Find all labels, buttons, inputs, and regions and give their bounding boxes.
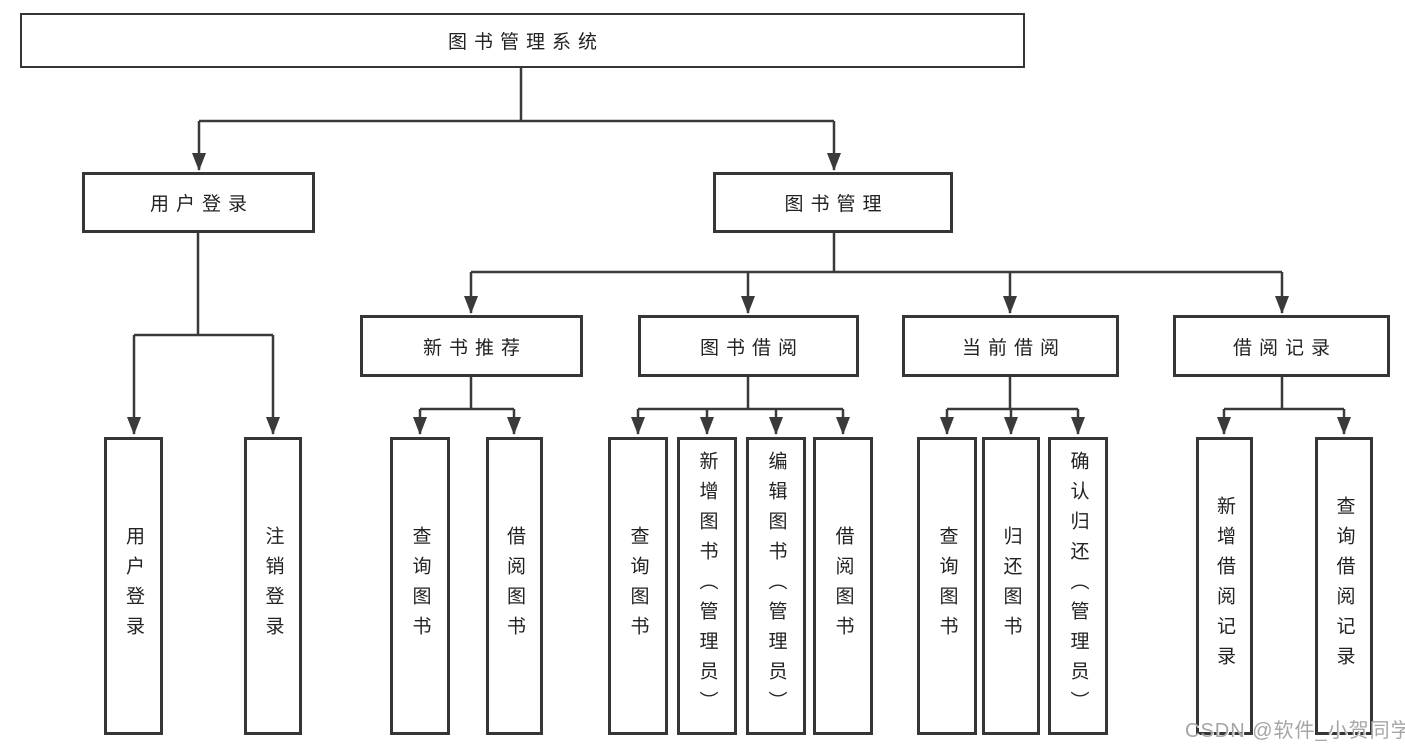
node-label: 借阅记录 (1232, 337, 1337, 359)
watermark: CSDN @软件_小贺同学 (1185, 720, 1405, 742)
leaf-return-books: 归还图书 (982, 437, 1040, 735)
node-label: 确认归还（管理员） (1067, 451, 1089, 721)
node-library-management-system: 图书管理系统 (20, 13, 1025, 68)
node-label: 当前借阅 (961, 337, 1066, 359)
leaf-edit-books-admin: 编辑图书（管理员） (746, 437, 806, 735)
node-label: 查询图书 (627, 526, 649, 646)
node-label: 用户登录 (149, 194, 254, 215)
node-label: 查询图书 (409, 526, 431, 646)
leaf-add-books-admin: 新增图书（管理员） (677, 437, 737, 735)
node-label: 编辑图书（管理员） (765, 451, 787, 721)
flow-arrows (127, 121, 1351, 435)
leaf-query-books-borrowing: 查询图书 (608, 437, 668, 735)
node-label: 新书推荐 (422, 337, 527, 359)
leaf-user-login: 用户登录 (104, 437, 163, 735)
node-label: 图书管理系统 (447, 32, 604, 53)
leaf-add-borrow-record: 新增借阅记录 (1196, 437, 1253, 735)
node-label: 新增图书（管理员） (696, 451, 718, 721)
node-label: 归还图书 (1000, 526, 1022, 646)
leaf-query-books-current: 查询图书 (917, 437, 977, 735)
node-label: 注销登录 (262, 526, 284, 646)
node-label: 查询借阅记录 (1333, 496, 1355, 676)
node-book-management: 图书管理 (713, 172, 953, 233)
node-label: 用户登录 (123, 526, 144, 646)
leaf-confirm-return-admin: 确认归还（管理员） (1048, 437, 1108, 735)
node-current-borrowing: 当前借阅 (902, 315, 1119, 377)
node-user-login: 用户登录 (82, 172, 315, 233)
node-label: 图书管理 (784, 194, 889, 215)
leaf-query-borrow-record: 查询借阅记录 (1315, 437, 1373, 735)
node-borrowing-records: 借阅记录 (1173, 315, 1390, 377)
node-book-borrowing: 图书借阅 (638, 315, 859, 377)
node-label: 借阅图书 (832, 526, 854, 646)
node-label: 图书借阅 (699, 337, 804, 359)
leaf-query-books-recommend: 查询图书 (390, 437, 450, 735)
leaf-borrow-books: 借阅图书 (813, 437, 873, 735)
node-label: 新增借阅记录 (1214, 496, 1235, 676)
node-new-book-recommendation: 新书推荐 (360, 315, 583, 377)
leaf-logout: 注销登录 (244, 437, 302, 735)
node-label: 查询图书 (936, 526, 958, 646)
node-label: 借阅图书 (504, 526, 525, 646)
leaf-borrow-books-recommend: 借阅图书 (486, 437, 543, 735)
